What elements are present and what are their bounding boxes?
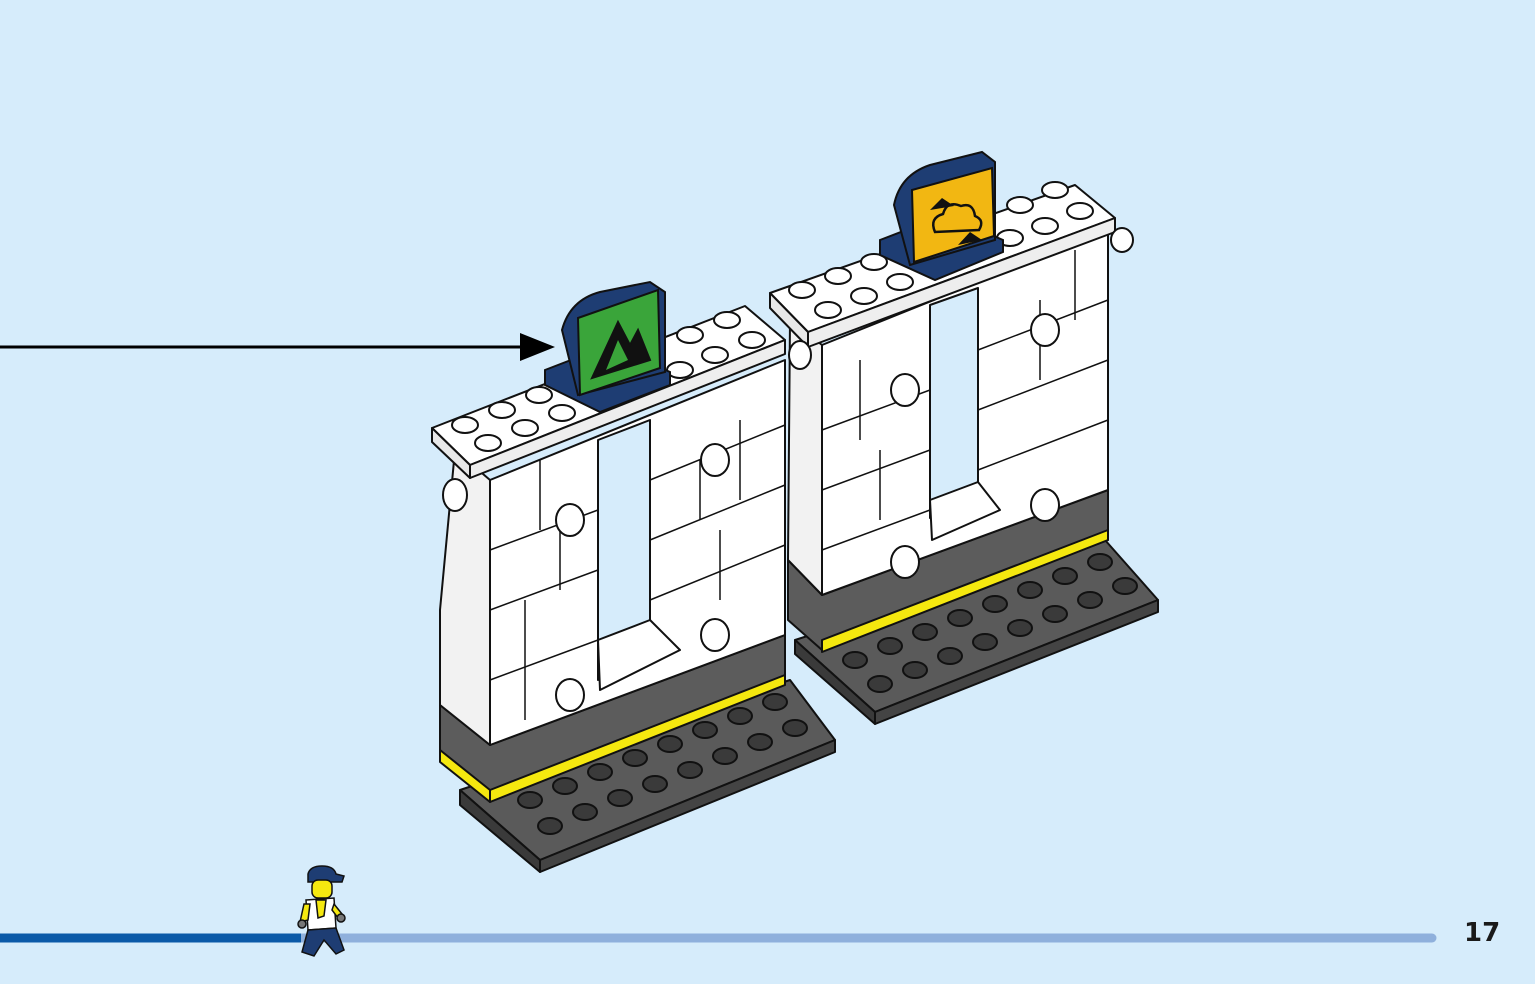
minifigure-walker-icon — [297, 865, 346, 957]
cloud-sign-icon — [879, 150, 1004, 282]
callout-arrow-icon — [0, 333, 555, 361]
mountain-sign-icon — [544, 280, 671, 414]
page-number: 17 — [1464, 918, 1501, 948]
